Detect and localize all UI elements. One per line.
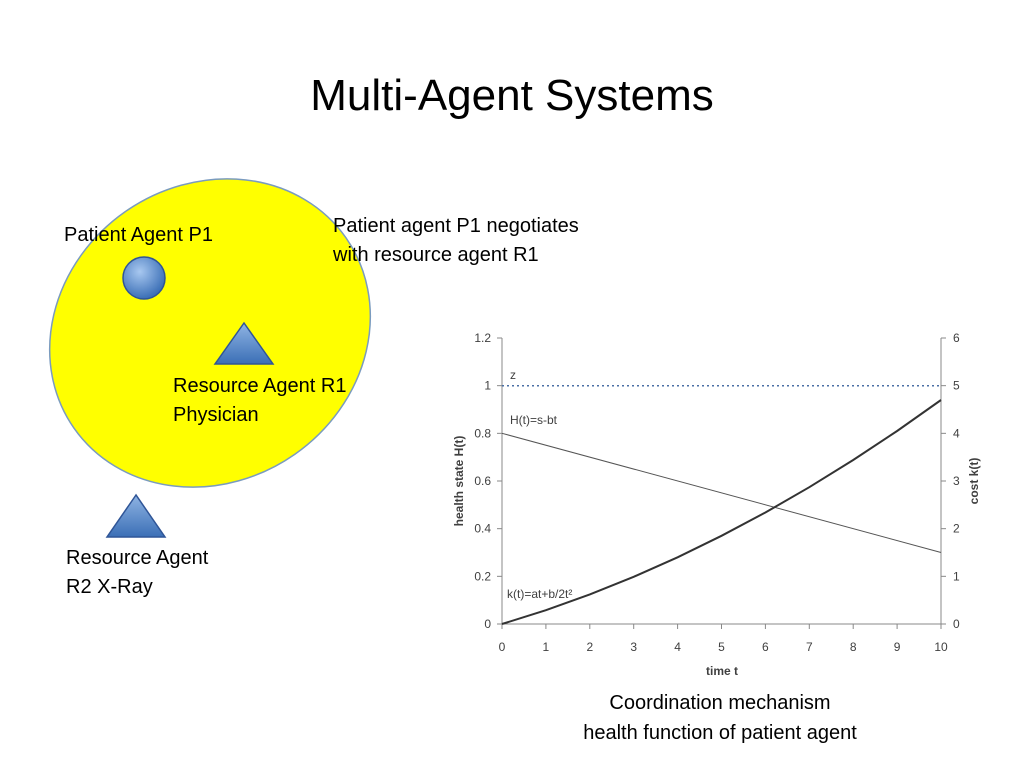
chart-caption: Coordination mechanism health function o…	[520, 688, 920, 748]
x-tick-label: 5	[718, 640, 725, 654]
y-tick-label-right: 0	[953, 617, 960, 631]
resource-agent-r2-label: Resource Agent R2 X-Ray	[66, 544, 208, 602]
x-axis-label: time t	[706, 664, 738, 678]
resource-agent-r2-name: Resource Agent	[66, 547, 209, 569]
resource-agent-r1-label: Resource Agent R1 Physician	[173, 372, 346, 430]
y-axis-label-left: health state H(t)	[452, 436, 466, 527]
y-tick-label-left: 1	[484, 379, 491, 393]
caption-line1: Coordination mechanism	[609, 692, 831, 714]
y-tick-label-right: 6	[953, 331, 960, 345]
slide-title: Multi-Agent Systems	[310, 71, 714, 120]
x-tick-label: 9	[894, 640, 901, 654]
x-tick-label: 6	[762, 640, 769, 654]
y-tick-label-left: 0.2	[474, 569, 491, 583]
resource-agent-r2-role: R2 X-Ray	[66, 576, 153, 598]
series-label-2: k(t)=at+b/2t²	[507, 587, 572, 601]
y-tick-label-left: 0.4	[474, 522, 491, 536]
patient-agent-circle[interactable]	[122, 256, 166, 300]
resource-agent-r2-triangle[interactable]	[105, 493, 167, 538]
y-tick-label-left: 0.8	[474, 426, 491, 440]
x-tick-label: 4	[674, 640, 681, 654]
negotiation-note-line1: Patient agent P1 negotiates	[333, 215, 579, 237]
caption-line2: health function of patient agent	[583, 722, 857, 744]
resource-agent-r1-triangle[interactable]	[213, 321, 275, 365]
y-tick-label-left: 0	[484, 617, 491, 631]
y-tick-label-right: 5	[953, 379, 960, 393]
resource-agent-r1-name: Resource Agent R1	[173, 375, 347, 397]
y-tick-label-right: 3	[953, 474, 960, 488]
x-tick-label: 2	[586, 640, 593, 654]
negotiation-note-line2: with resource agent R1	[333, 244, 539, 266]
series-line-2	[501, 399, 942, 625]
y-axis-label-right: cost k(t)	[967, 458, 981, 505]
y-tick-label-left: 0.6	[474, 474, 491, 488]
y-tick-label-left: 1.2	[474, 331, 491, 345]
y-tick-label-right: 1	[953, 569, 960, 583]
x-tick-label: 3	[630, 640, 637, 654]
coalition-ellipse	[48, 178, 372, 488]
y-tick-label-right: 4	[953, 426, 960, 440]
x-tick-label: 10	[934, 640, 948, 654]
series-label-0: z	[510, 368, 516, 382]
x-tick-label: 8	[850, 640, 857, 654]
x-tick-label: 7	[806, 640, 813, 654]
series-line-1	[501, 432, 942, 553]
negotiation-note: Patient agent P1 negotiates with resourc…	[333, 212, 579, 270]
resource-agent-r1-role: Physician	[173, 404, 259, 426]
x-tick-label: 0	[499, 640, 506, 654]
series-label-1: H(t)=s-bt	[510, 413, 558, 427]
y-tick-label-right: 2	[953, 522, 960, 536]
patient-agent-label: Patient Agent P1	[64, 224, 214, 246]
x-tick-label: 1	[543, 640, 550, 654]
